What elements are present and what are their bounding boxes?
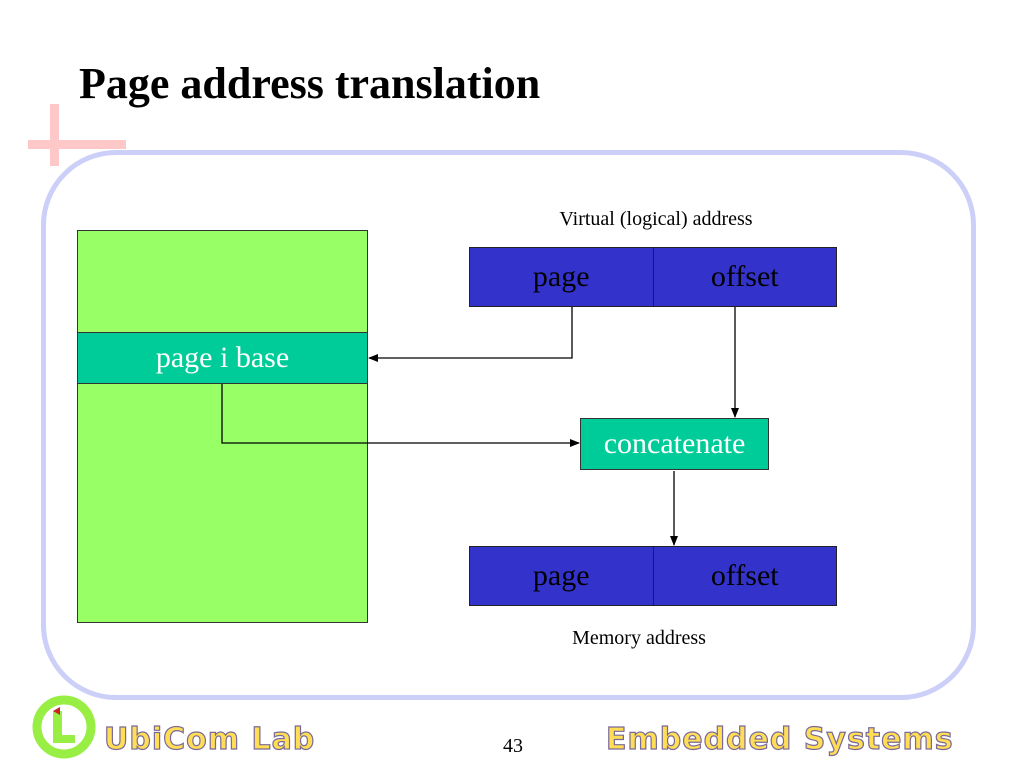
virtual-address-box: page offset — [469, 247, 837, 307]
base-to-concat-arrow — [221, 384, 580, 447]
page-to-base-arrow — [368, 307, 573, 362]
page-base-label: page i base — [155, 341, 290, 374]
virtual-offset-field: offset — [652, 248, 836, 306]
concatenate-box: concatenate — [580, 418, 769, 470]
decorative-cross-horizontal — [28, 140, 126, 149]
memory-page-field: page — [470, 547, 653, 605]
virtual-address-label: Virtual (logical) address — [559, 208, 753, 230]
memory-address-label: Memory address — [572, 627, 706, 649]
footer-course-name: Embedded Systems — [605, 721, 954, 757]
footer-lab-name: UbiCom Lab — [103, 721, 316, 757]
virtual-page-field: page — [470, 248, 653, 306]
memory-offset-field: offset — [652, 547, 836, 605]
memory-address-box: page offset — [469, 546, 837, 606]
page-number: 43 — [503, 735, 523, 757]
ubicom-logo-icon — [32, 695, 96, 759]
concatenate-label: concatenate — [603, 427, 746, 460]
decorative-cross-vertical — [50, 104, 59, 166]
slide-title: Page address translation — [79, 59, 541, 108]
page-base-box: page i base — [77, 332, 368, 384]
content-frame — [41, 150, 976, 700]
